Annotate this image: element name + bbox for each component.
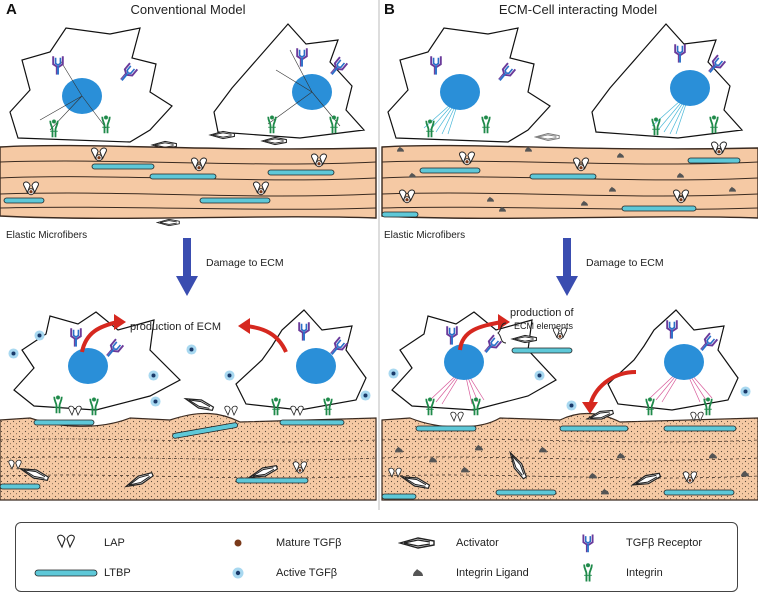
panel-a-arrow-label: Damage to ECM [206, 257, 284, 269]
damage-arrow-a [176, 238, 198, 296]
panel-b-arrow-label: Damage to ECM [586, 257, 664, 269]
damage-arrow-b [556, 238, 578, 296]
panel-b-title: ECM-Cell interacting Model [499, 2, 657, 17]
nucleus-b3 [444, 344, 484, 380]
panel-a-fiber-label: Elastic Microfibers [6, 230, 87, 241]
legend-item-integrin: Integrin [556, 563, 663, 583]
panel-b-letter: B [384, 1, 395, 18]
production-arrow-b2 [588, 370, 637, 407]
nucleus-a3 [68, 348, 108, 384]
integrin-icon [556, 563, 620, 583]
legend-label-integrin-ligand: Integrin Ligand [456, 567, 529, 579]
activator-icon [386, 533, 450, 553]
legend-item-ltbp: LTBP [34, 563, 131, 583]
active-tgfb-icon [206, 563, 270, 583]
lap-icon [34, 533, 98, 553]
legend-item-lap: LAP [34, 533, 125, 553]
legend-item-tgfb-receptor: TGFβ Receptor [556, 533, 702, 553]
legend-label-activator: Activator [456, 537, 499, 549]
hatch-pink-b4 [649, 365, 713, 403]
panel-b-production-label-2: ECM elements [514, 321, 574, 331]
tgfb-receptor-icon [556, 533, 620, 553]
legend-item-integrin-ligand: Integrin Ligand [386, 563, 529, 583]
production-arrow-b1 [458, 320, 503, 351]
production-arrow-a1 [80, 320, 119, 353]
legend-label-lap: LAP [104, 537, 125, 549]
panel-b: B ECM-Cell interacting Model [381, 1, 758, 501]
legend-item-active-tgfb: Active TGFβ [206, 563, 337, 583]
legend-label-active-tgfb: Active TGFβ [276, 567, 338, 579]
panel-a-production-label: production of ECM [130, 321, 221, 333]
legend: LAP Mature TGFβ Activator TGFβ Receptor … [15, 522, 738, 592]
panel-a-title: Conventional Model [131, 2, 246, 17]
legend-item-activator: Activator [386, 533, 499, 553]
hatch-blue-b1 [423, 95, 461, 135]
hatch-blue-b2 [651, 91, 691, 135]
nucleus-a4 [296, 348, 336, 384]
legend-label-integrin: Integrin [626, 567, 663, 579]
production-arrow-a2 [245, 324, 288, 353]
legend-item-mature-tgfb: Mature TGFβ [206, 533, 341, 553]
hatch-pink-b3 [429, 367, 485, 405]
nucleus-b1 [440, 74, 480, 110]
legend-label-mature-tgfb: Mature TGFβ [276, 537, 342, 549]
nucleus-b2 [670, 70, 710, 106]
cell-a2 [213, 23, 366, 139]
panel-b-fiber-label: Elastic Microfibers [384, 230, 465, 241]
cell-b2 [591, 23, 744, 139]
integrin-ligand-icon [386, 563, 450, 583]
panel-a: A Conventional Model [0, 1, 377, 501]
panel-a-letter: A [6, 1, 17, 18]
mature-tgfb-icon [206, 533, 270, 553]
ltbp-icon [34, 563, 98, 583]
panel-b-production-label-1: production of [510, 307, 575, 319]
nucleus-b4 [664, 344, 704, 380]
legend-label-tgfb-receptor: TGFβ Receptor [626, 537, 703, 549]
legend-label-ltbp: LTBP [104, 567, 131, 579]
